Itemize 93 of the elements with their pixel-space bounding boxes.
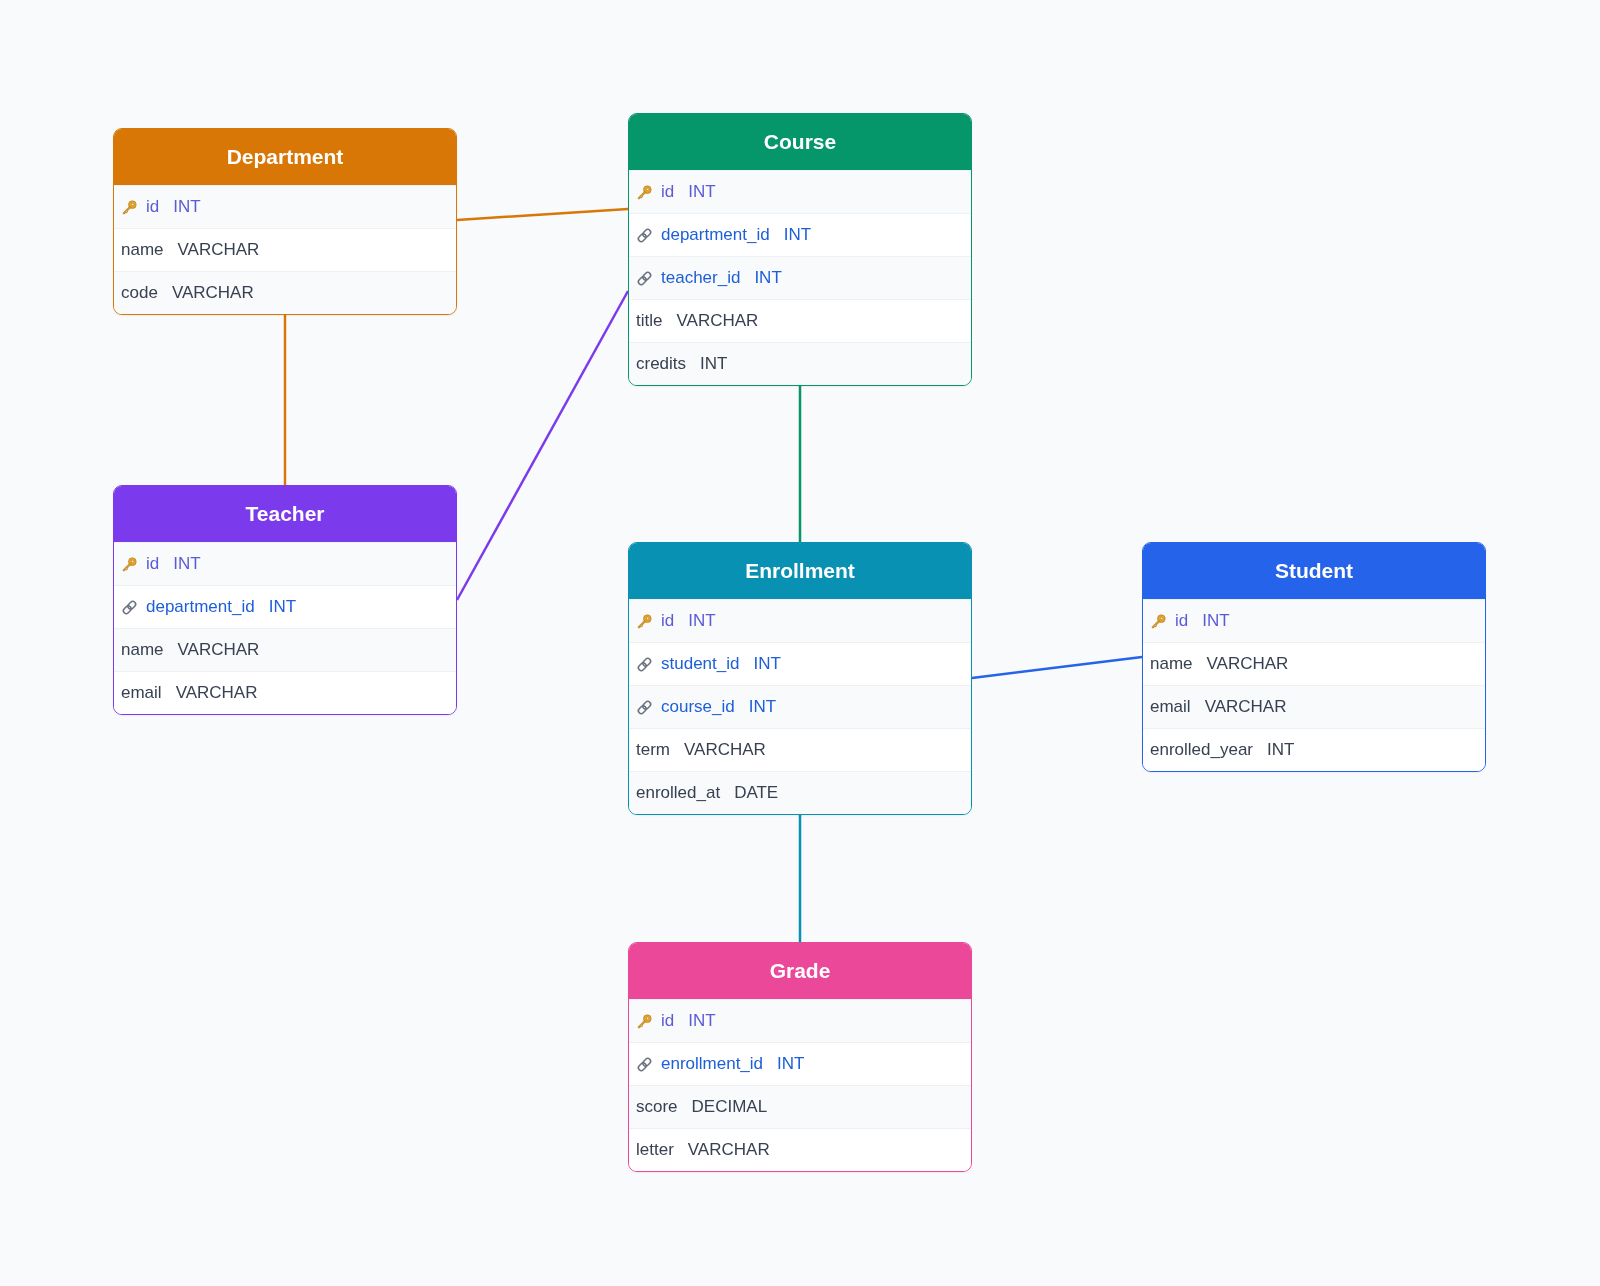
table-row [114, 585, 456, 628]
column-type: VARCHAR [177, 240, 260, 260]
column-type: DECIMAL [691, 1097, 768, 1117]
column-type: INT [753, 654, 781, 674]
table-row [629, 642, 971, 685]
relationship-line [455, 290, 630, 601]
column-name: enrolled_at [636, 783, 721, 803]
column-type: INT [688, 1011, 716, 1031]
table-row [629, 599, 971, 642]
column-type: INT [1202, 611, 1230, 631]
column-type: VARCHAR [676, 311, 759, 331]
column-name: title [636, 311, 663, 331]
column-name: id [146, 197, 160, 217]
column-name: course_id [661, 697, 735, 717]
table-row [629, 728, 971, 771]
table-row [629, 256, 971, 299]
table-row [1143, 685, 1485, 728]
table-row [629, 1085, 971, 1128]
entity-table [113, 128, 457, 315]
column-type: VARCHAR [1206, 654, 1289, 674]
table-row [629, 299, 971, 342]
table-row [1143, 728, 1485, 771]
column-name: id [146, 554, 160, 574]
column-type: INT [700, 354, 728, 374]
table-header: Course [629, 114, 971, 170]
table-row [1143, 599, 1485, 642]
table-row [114, 542, 456, 585]
column-type: VARCHAR [177, 640, 260, 660]
column-name: code [121, 283, 158, 303]
column-name: enrolled_year [1150, 740, 1253, 760]
relationship-line [971, 655, 1143, 680]
column-type: INT [777, 1054, 805, 1074]
column-type: VARCHAR [1204, 697, 1287, 717]
entity-table [113, 485, 457, 715]
table-row [629, 685, 971, 728]
entity-table [628, 113, 972, 386]
table-header: Teacher [114, 486, 456, 542]
column-name: enrollment_id [661, 1054, 764, 1074]
column-name: teacher_id [661, 268, 741, 288]
column-type: INT [173, 197, 201, 217]
entity-table [1142, 542, 1486, 772]
table-header: Student [1143, 543, 1485, 599]
column-name: name [1150, 654, 1193, 674]
column-type: DATE [734, 783, 779, 803]
column-type: INT [173, 554, 201, 574]
table-header: Department [114, 129, 456, 185]
column-name: department_id [661, 225, 770, 245]
entity-table [628, 542, 972, 815]
column-name: student_id [661, 654, 740, 674]
column-name: term [636, 740, 670, 760]
column-name: id [661, 182, 675, 202]
column-name: credits [636, 354, 687, 374]
table-row [1143, 642, 1485, 685]
column-type: INT [688, 182, 716, 202]
column-name: email [121, 683, 162, 703]
column-name: name [121, 640, 164, 660]
column-type: INT [748, 697, 777, 717]
table-row [629, 170, 971, 213]
relationship-line [283, 315, 287, 485]
column-type: VARCHAR [171, 283, 254, 303]
column-name: id [661, 1011, 675, 1031]
column-type: VARCHAR [684, 740, 766, 760]
relationship-line [798, 815, 802, 942]
relationship-line [798, 386, 802, 542]
table-row [629, 771, 971, 814]
column-name: id [661, 611, 675, 631]
column-name: id [1175, 611, 1189, 631]
column-type: VARCHAR [687, 1140, 770, 1160]
table-row [114, 271, 456, 314]
table-row [114, 671, 456, 714]
column-name: email [1150, 697, 1191, 717]
table-header: Enrollment [629, 543, 971, 599]
column-name: department_id [146, 597, 255, 617]
column-type: INT [1267, 740, 1295, 760]
table-row [629, 1042, 971, 1085]
table-row [629, 1128, 971, 1171]
table-row [114, 628, 456, 671]
table-row [114, 228, 456, 271]
table-row [629, 213, 971, 256]
column-type: VARCHAR [175, 683, 258, 703]
column-type: INT [268, 597, 297, 617]
column-name: letter [636, 1140, 674, 1160]
column-name: score [636, 1097, 678, 1117]
table-header: Grade [629, 943, 971, 999]
relationship-line [456, 207, 629, 222]
table-row [114, 185, 456, 228]
table-row [629, 342, 971, 385]
table-row [629, 999, 971, 1042]
entity-table [628, 942, 972, 1172]
column-name: name [121, 240, 164, 260]
column-type: INT [754, 268, 782, 288]
column-type: INT [688, 611, 716, 631]
column-type: INT [783, 225, 812, 245]
